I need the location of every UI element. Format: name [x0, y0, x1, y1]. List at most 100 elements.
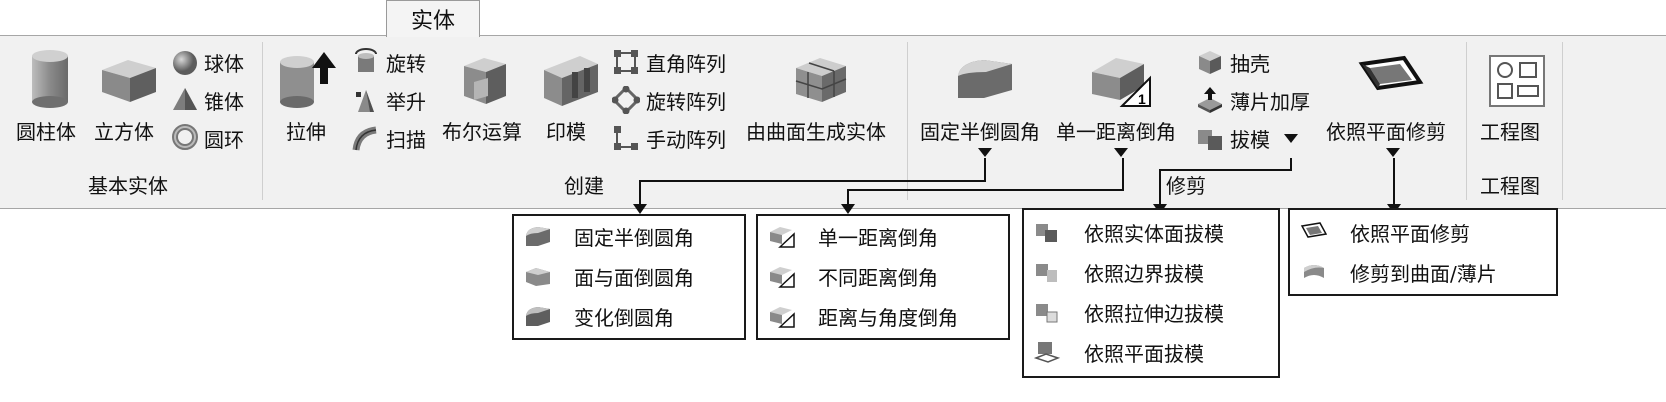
- shell-icon: [1199, 51, 1221, 74]
- cube-button[interactable]: 立方体: [92, 44, 168, 164]
- revolve-label: 旋转: [386, 52, 426, 76]
- svg-text:1: 1: [1138, 91, 1146, 107]
- dropdown-arrow-icon[interactable]: [978, 148, 992, 157]
- extrude-label: 拉伸: [286, 120, 326, 144]
- plane-trim-button[interactable]: 依照平面修剪: [1326, 44, 1460, 194]
- menu-item-edge-draft[interactable]: 依照边界拔模: [1024, 252, 1278, 292]
- draft-icon: [1036, 224, 1057, 242]
- draft-label: 拔模: [1230, 128, 1270, 152]
- revolve-button[interactable]: 旋转: [352, 46, 432, 78]
- sweep-icon: [352, 126, 377, 151]
- cylinder-button[interactable]: 圆柱体: [10, 44, 90, 164]
- shell-button[interactable]: 抽壳: [1196, 46, 1314, 78]
- boolean-icon: [464, 58, 506, 104]
- menu-item-label: 距离与角度倒角: [818, 306, 958, 330]
- cone-icon: [173, 88, 197, 110]
- sphere-icon: [173, 51, 197, 75]
- imprint-button[interactable]: 印模: [538, 44, 604, 164]
- menu-item-fixed-fillet[interactable]: 固定半倒圆角: [514, 216, 744, 256]
- group-title-basic: 基本实体: [88, 174, 168, 198]
- boolean-label: 布尔运算: [442, 120, 522, 144]
- menu-item-face-fillet[interactable]: 面与面倒圆角: [514, 256, 744, 296]
- group-divider: [907, 42, 908, 200]
- chamfer-icon: 1: [1092, 58, 1151, 107]
- surface-trim-icon: [1304, 265, 1324, 278]
- torus-icon: [172, 124, 198, 150]
- rotate-array-button[interactable]: 旋转阵列: [612, 84, 742, 116]
- menu-item-label: 依照平面拔模: [1084, 342, 1204, 366]
- menu-item-two-distance-chamfer[interactable]: 不同距离倒角: [758, 256, 1008, 296]
- sphere-label: 球体: [204, 52, 244, 76]
- manual-array-button[interactable]: 手动阵列: [612, 122, 742, 154]
- cube-label: 立方体: [94, 120, 154, 144]
- fillet-dropdown-menu: 固定半倒圆角 面与面倒圆角 变化倒圆角: [512, 214, 746, 340]
- drawing-button[interactable]: 工程图: [1476, 44, 1562, 164]
- fillet-icon: [526, 227, 550, 246]
- imprint-label: 印模: [546, 120, 586, 144]
- draft-icon: [1036, 264, 1057, 282]
- sphere-button[interactable]: 球体: [172, 46, 252, 78]
- ribbon-panel: 圆柱体 立方体 球体 锥体 圆环 基本实体: [0, 35, 1666, 209]
- fixed-fillet-button[interactable]: 固定半倒圆角: [918, 44, 1052, 194]
- group-divider: [262, 42, 263, 200]
- menu-item-label: 单一距离倒角: [818, 226, 938, 250]
- sweep-button[interactable]: 扫描: [352, 122, 432, 154]
- menu-item-surface-trim[interactable]: 修剪到曲面/薄片: [1290, 252, 1556, 292]
- chamfer-icon: [770, 227, 795, 248]
- rect-array-icon: [614, 50, 638, 74]
- plane-trim-label: 依照平面修剪: [1326, 120, 1446, 144]
- menu-item-face-draft[interactable]: 依照实体面拔模: [1024, 212, 1278, 252]
- menu-item-variable-fillet[interactable]: 变化倒圆角: [514, 296, 744, 336]
- thicken-button[interactable]: 薄片加厚: [1196, 84, 1326, 116]
- thicken-label: 薄片加厚: [1230, 90, 1310, 114]
- draft-icon: [1034, 342, 1061, 363]
- menu-item-label: 依照边界拔模: [1084, 262, 1204, 286]
- dropdown-arrow-icon[interactable]: [1114, 148, 1128, 157]
- sweep-label: 扫描: [386, 128, 426, 152]
- menu-item-label: 依照拉伸边拔模: [1084, 302, 1224, 326]
- menu-item-angle-chamfer[interactable]: 距离与角度倒角: [758, 296, 1008, 336]
- menu-item-plane-draft[interactable]: 依照平面拔模: [1024, 332, 1278, 372]
- cube-icon: [102, 60, 156, 102]
- rect-array-button[interactable]: 直角阵列: [612, 46, 742, 78]
- lift-button[interactable]: 举升: [352, 84, 432, 116]
- torus-label: 圆环: [204, 128, 244, 152]
- rotate-array-icon: [612, 86, 640, 114]
- menu-item-plane-trim[interactable]: 依照平面修剪: [1290, 212, 1556, 252]
- draft-dropdown-menu: 依照实体面拔模 依照边界拔模 依照拉伸边拔模 依照平面拔模: [1022, 208, 1280, 378]
- fillet-icon: [958, 60, 1012, 98]
- plane-trim-icon: [1300, 222, 1328, 238]
- dropdown-arrow-icon[interactable]: [1284, 134, 1298, 143]
- menu-item-label: 不同距离倒角: [818, 266, 938, 290]
- menu-item-label: 依照平面修剪: [1350, 222, 1470, 246]
- menu-item-extrude-edge-draft[interactable]: 依照拉伸边拔模: [1024, 292, 1278, 332]
- group-divider: [1562, 42, 1563, 200]
- group-divider: [1466, 42, 1467, 200]
- fixed-fillet-label: 固定半倒圆角: [920, 120, 1040, 144]
- single-chamfer-button[interactable]: 1 单一距离倒角: [1054, 44, 1188, 194]
- shell-label: 抽壳: [1230, 52, 1270, 76]
- draft-icon: [1036, 304, 1058, 323]
- menu-item-label: 修剪到曲面/薄片: [1350, 262, 1497, 286]
- tab-solid[interactable]: 实体: [386, 0, 480, 37]
- extrude-button[interactable]: 拉伸: [272, 44, 340, 164]
- cone-button[interactable]: 锥体: [172, 84, 252, 116]
- surface-to-solid-button[interactable]: 由曲面生成实体: [746, 44, 896, 164]
- revolve-icon: [355, 48, 377, 72]
- boolean-button[interactable]: 布尔运算: [440, 44, 532, 164]
- menu-item-label: 变化倒圆角: [574, 306, 674, 330]
- menu-item-single-chamfer[interactable]: 单一距离倒角: [758, 216, 1008, 256]
- manual-array-icon: [614, 126, 638, 150]
- drawing-label: 工程图: [1480, 120, 1540, 144]
- dropdown-arrow-icon[interactable]: [1386, 148, 1400, 157]
- draft-button[interactable]: 拔模: [1196, 122, 1316, 154]
- cone-label: 锥体: [204, 90, 244, 114]
- surface-to-solid-label: 由曲面生成实体: [746, 120, 886, 144]
- face-fillet-icon: [526, 268, 550, 286]
- menu-item-label: 依照实体面拔模: [1084, 222, 1224, 246]
- rotate-array-label: 旋转阵列: [646, 90, 726, 114]
- torus-button[interactable]: 圆环: [172, 122, 252, 154]
- group-title-modify: 修剪: [1166, 174, 1206, 198]
- menu-item-label: 固定半倒圆角: [574, 226, 694, 250]
- surface-to-solid-icon: [795, 58, 847, 102]
